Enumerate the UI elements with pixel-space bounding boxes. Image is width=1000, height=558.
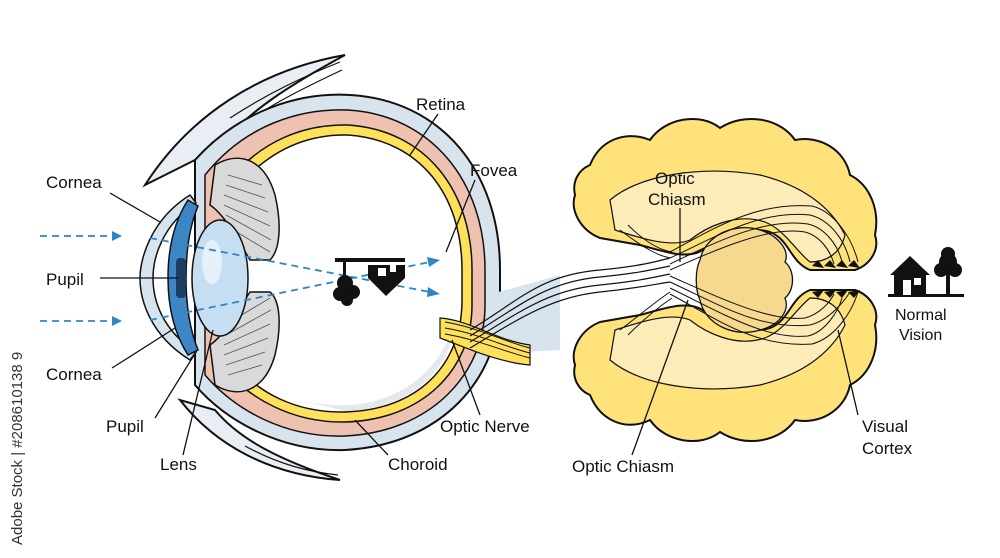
label-lens: Lens	[160, 455, 197, 474]
label-cornea-bottom: Cornea	[46, 365, 102, 384]
label-retina: Retina	[416, 95, 466, 114]
label-visual-cortex-2: Cortex	[862, 439, 913, 458]
light-rays	[40, 235, 431, 322]
normal-vision-icon	[888, 247, 964, 297]
vitreous-body	[234, 134, 463, 413]
eye-illustration	[40, 54, 560, 481]
label-optic-chiasm-top-2: Chiasm	[648, 190, 706, 209]
lens	[191, 219, 249, 337]
label-optic-chiasm-bottom: Optic Chiasm	[572, 457, 674, 476]
label-normal-vision-1: Normal	[895, 307, 947, 324]
optic-nerve	[439, 317, 531, 366]
text-labels: Retina Fovea Cornea Pupil Cornea Pupil L…	[46, 95, 947, 476]
lower-eyelid	[177, 398, 341, 481]
label-visual-cortex-1: Visual	[862, 417, 908, 436]
label-choroid: Choroid	[388, 455, 448, 474]
stock-watermark: Adobe Stock | #208610138 9	[9, 352, 26, 545]
brain-illustration	[572, 117, 878, 443]
pupil-opening	[176, 258, 186, 298]
visual-pathway	[469, 257, 671, 349]
label-pupil-bottom: Pupil	[106, 417, 144, 436]
label-optic-nerve: Optic Nerve	[440, 417, 530, 436]
label-cornea-top: Cornea	[46, 173, 102, 192]
label-fovea: Fovea	[470, 161, 518, 180]
label-optic-chiasm-top-1: Optic	[655, 169, 695, 188]
label-pupil-top: Pupil	[46, 270, 84, 289]
inverted-image-icon	[333, 258, 405, 306]
label-normal-vision-2: Vision	[899, 327, 942, 344]
leader-lines	[100, 113, 859, 456]
